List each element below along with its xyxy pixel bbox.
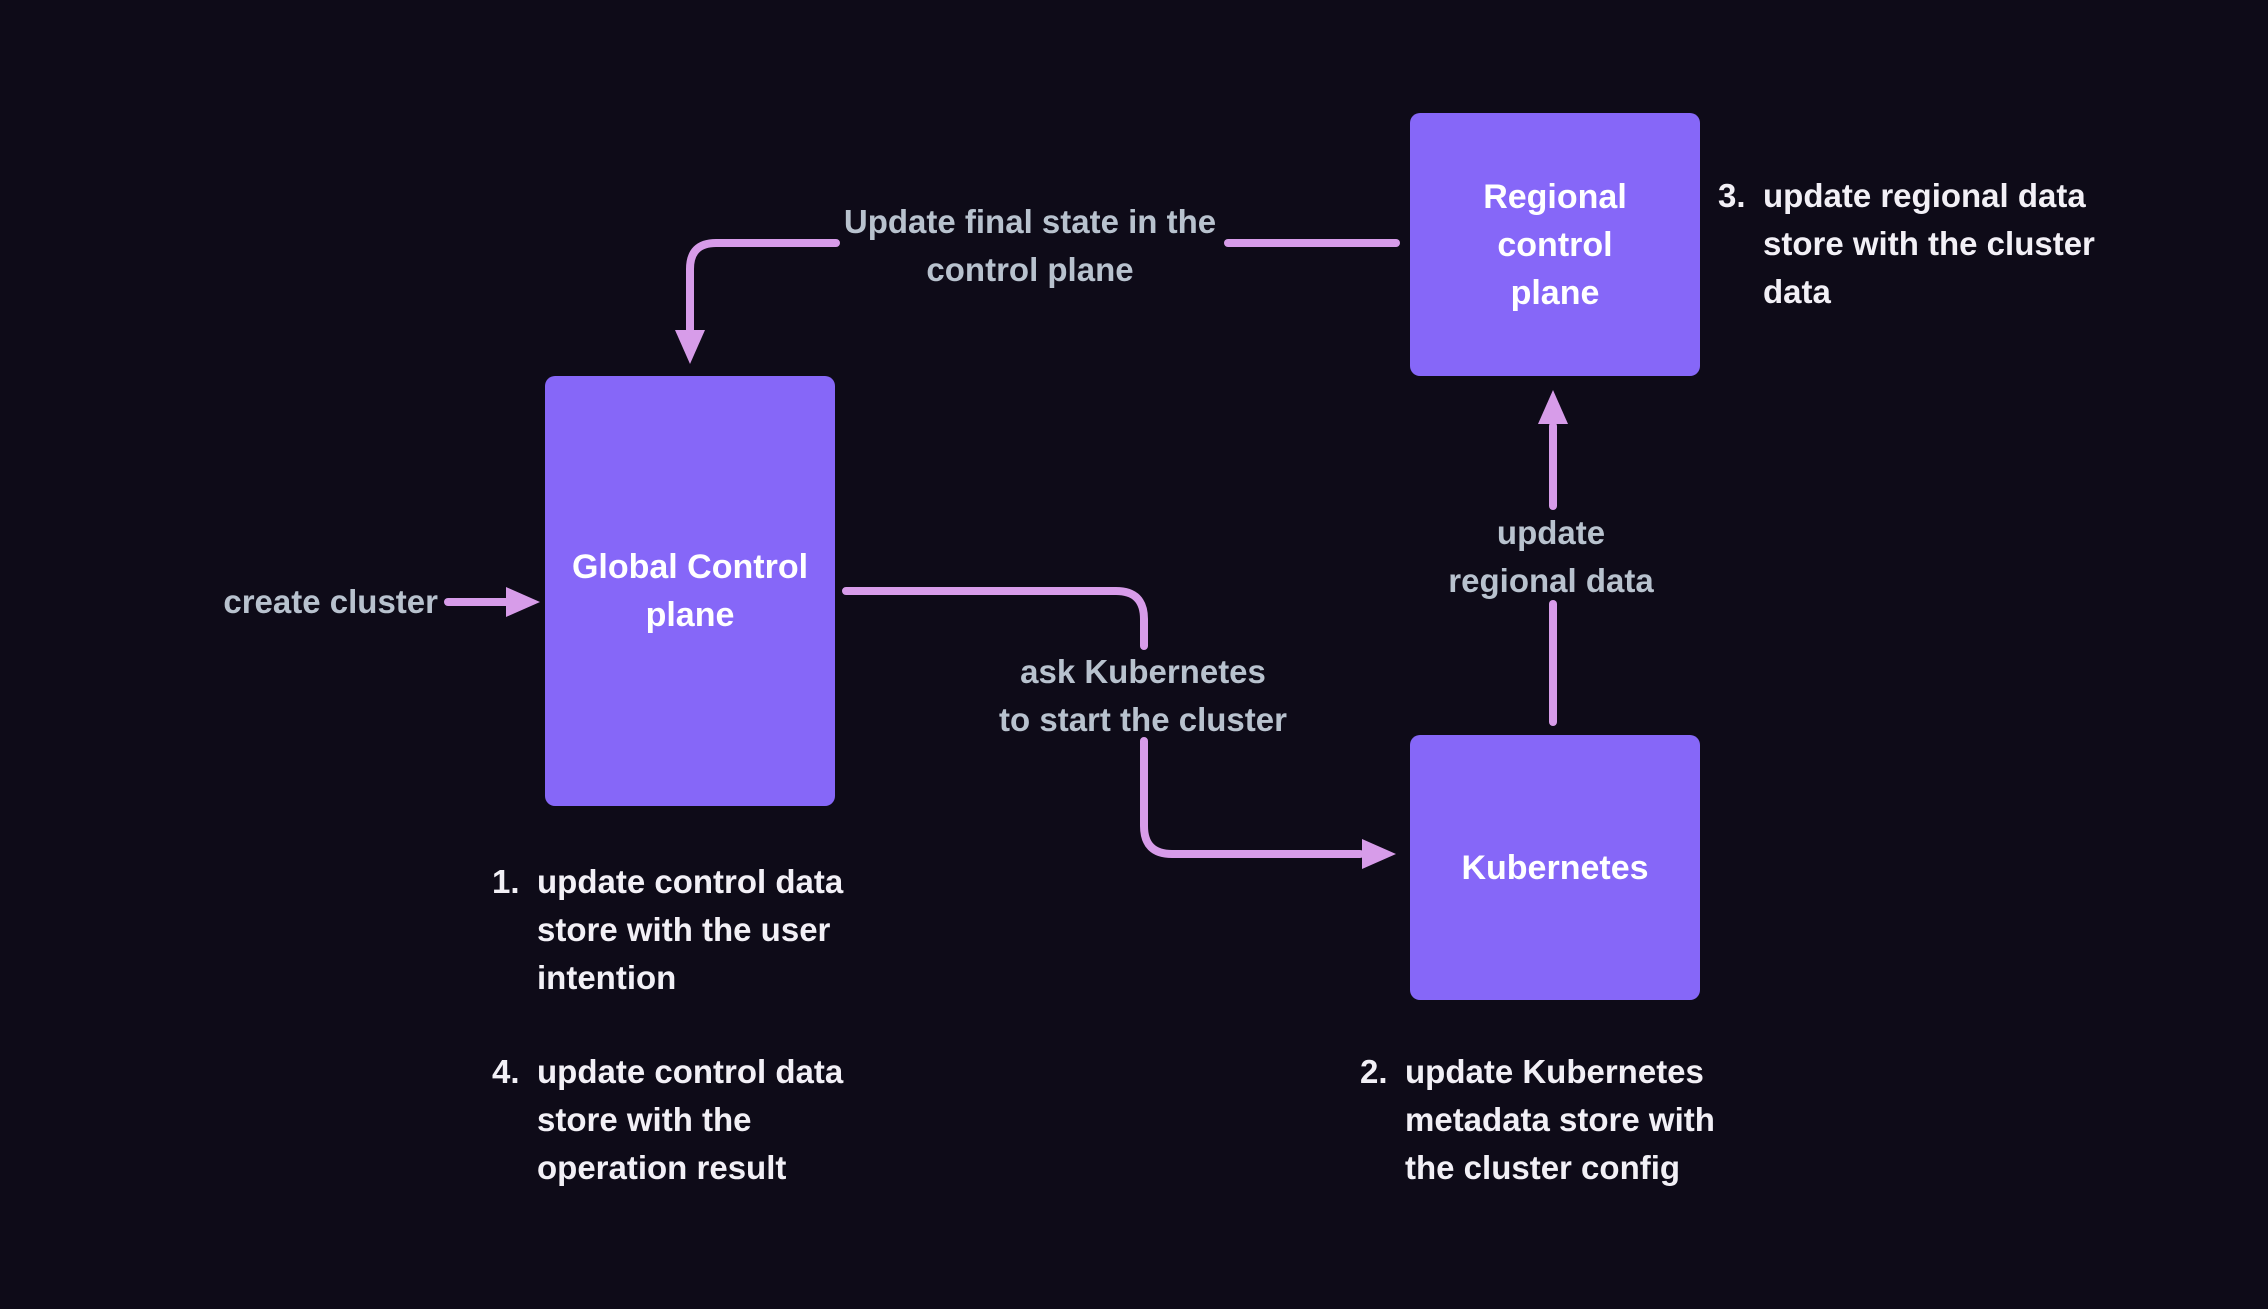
- label-ask-kubernetes: ask Kubernetes to start the cluster: [999, 653, 1287, 738]
- step-4-number: 4.: [492, 1053, 520, 1090]
- node-global-control-plane: Global Control plane: [545, 376, 835, 806]
- step-2-number: 2.: [1360, 1053, 1388, 1090]
- step-4-text: update control data store with the opera…: [537, 1053, 844, 1186]
- node-regional-control-plane: Regional control plane: [1410, 113, 1700, 376]
- arrowhead-into-kubernetes: [1362, 839, 1396, 869]
- arrow-update-final-left-line: [686, 239, 840, 334]
- arrowhead-create-cluster: [506, 587, 540, 617]
- step-1-number: 1.: [492, 863, 520, 900]
- label-create-cluster: create cluster: [223, 583, 438, 620]
- step-note-4: 4. update control data store with the op…: [492, 1048, 843, 1192]
- arrow-ask-kubernetes-lower-line: [1140, 737, 1364, 858]
- node-kubernetes-label: Kubernetes: [1461, 848, 1649, 887]
- node-regional-label: Regional control plane: [1483, 177, 1627, 312]
- step-note-2: 2. update Kubernetes metadata store with…: [1360, 1048, 1715, 1192]
- arrowhead-into-global: [675, 330, 705, 364]
- step-note-3: 3. update regional data store with the c…: [1718, 172, 2095, 316]
- arrowhead-into-regional: [1538, 390, 1568, 424]
- step-note-1: 1. update control data store with the us…: [492, 858, 843, 1002]
- arrow-ask-kubernetes-upper-line: [842, 587, 1148, 650]
- node-global-label: Global Control plane: [571, 548, 809, 634]
- label-update-regional-data: update regional data: [1448, 514, 1654, 599]
- step-1-text: update control data store with the user …: [537, 863, 844, 996]
- step-3-number: 3.: [1718, 177, 1746, 214]
- node-kubernetes: Kubernetes: [1410, 735, 1700, 1000]
- label-update-final-state: Update final state in the control plane: [843, 203, 1217, 288]
- step-2-text: update Kubernetes metadata store with th…: [1405, 1053, 1715, 1186]
- step-3-text: update regional data store with the clus…: [1763, 177, 2095, 310]
